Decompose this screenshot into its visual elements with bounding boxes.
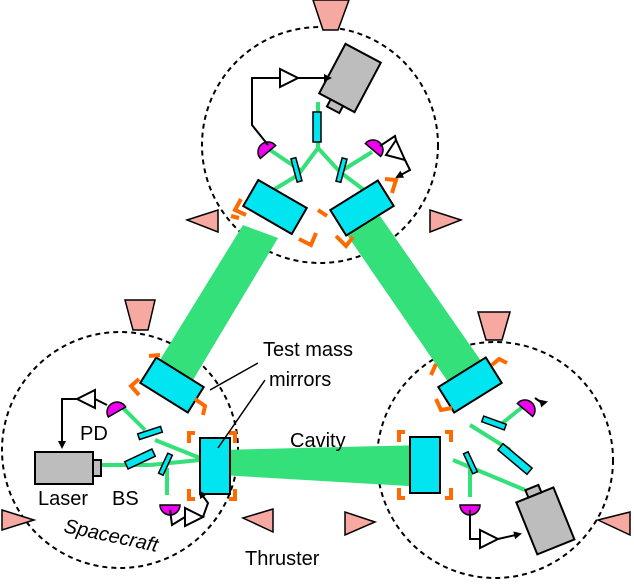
- thruster-icon: [429, 208, 464, 234]
- photodiode-icon: [257, 141, 277, 160]
- amplifier-icon: [184, 506, 206, 528]
- test-mass-mirror-icon: [409, 436, 441, 494]
- photodiode-icon: [516, 399, 536, 418]
- thruster-icon: [1, 508, 37, 532]
- label-spacecraft: Spacecraft: [62, 515, 162, 557]
- thruster-icon: [344, 510, 378, 537]
- beam-splitter-icon: [335, 156, 348, 184]
- thin-beams: [100, 102, 527, 497]
- control-wiring: [58, 74, 548, 540]
- photodiode-icon: [364, 139, 384, 158]
- beam-splitter-icon: [123, 448, 157, 470]
- spacecraft-top: [201, 26, 439, 264]
- thruster-icon: [240, 507, 274, 534]
- beam-splitter-icon: [136, 425, 164, 441]
- thruster-icon: [184, 208, 219, 234]
- label-thruster: Thruster: [245, 548, 320, 570]
- beam-splitter-icon: [496, 442, 534, 476]
- thruster-icon: [595, 511, 631, 537]
- beam-bottom-arm: [220, 445, 425, 487]
- lasers: [34, 42, 576, 556]
- label-cavity: Cavity: [290, 430, 346, 452]
- beam-splitters: [123, 111, 534, 477]
- thruster-icon: [124, 299, 156, 331]
- beam-splitter-icon: [312, 111, 322, 143]
- photodiodes: [106, 139, 536, 516]
- label-bs: BS: [112, 488, 139, 510]
- label-laser: Laser: [38, 488, 88, 510]
- test-mass-mirror-icon: [436, 356, 504, 414]
- amplifier-icon: [384, 137, 407, 162]
- beam-splitter-icon: [462, 450, 479, 475]
- mirror-housing-brackets: [128, 177, 508, 501]
- beam-splitter-icon: [290, 156, 303, 184]
- amplifier-icon: [74, 388, 96, 410]
- photodiode-icon: [106, 401, 127, 419]
- beam-splitter-icon: [480, 415, 508, 431]
- beam-splitter-icon: [157, 452, 174, 477]
- thruster-icon: [312, 0, 350, 31]
- laser-icon: [34, 451, 102, 485]
- test-mass-mirror-icon: [328, 179, 396, 237]
- test-mass-mirror-icon: [199, 437, 231, 495]
- labels: Test mass mirrors Cavity PD Laser BS Spa…: [38, 339, 353, 570]
- test-mass-mirror-icon: [241, 178, 309, 236]
- thrusters: [1, 0, 631, 537]
- label-test-mass: Test mass: [263, 339, 353, 361]
- label-pd: PD: [80, 423, 108, 445]
- label-mirrors: mirrors: [269, 369, 331, 391]
- beam-left-arm: [155, 225, 278, 385]
- laser-icon: [317, 42, 383, 115]
- beam-right-arm: [345, 216, 488, 392]
- amplifier-icon: [279, 67, 301, 89]
- cavity-beams: [155, 216, 488, 487]
- amplifier-icon: [479, 528, 501, 550]
- test-mass-mirrors: [138, 178, 504, 495]
- label-pointers: [209, 362, 266, 449]
- thruster-icon: [477, 311, 511, 341]
- laser-icon: [515, 483, 576, 556]
- spacecraft-outlines: [1, 26, 614, 579]
